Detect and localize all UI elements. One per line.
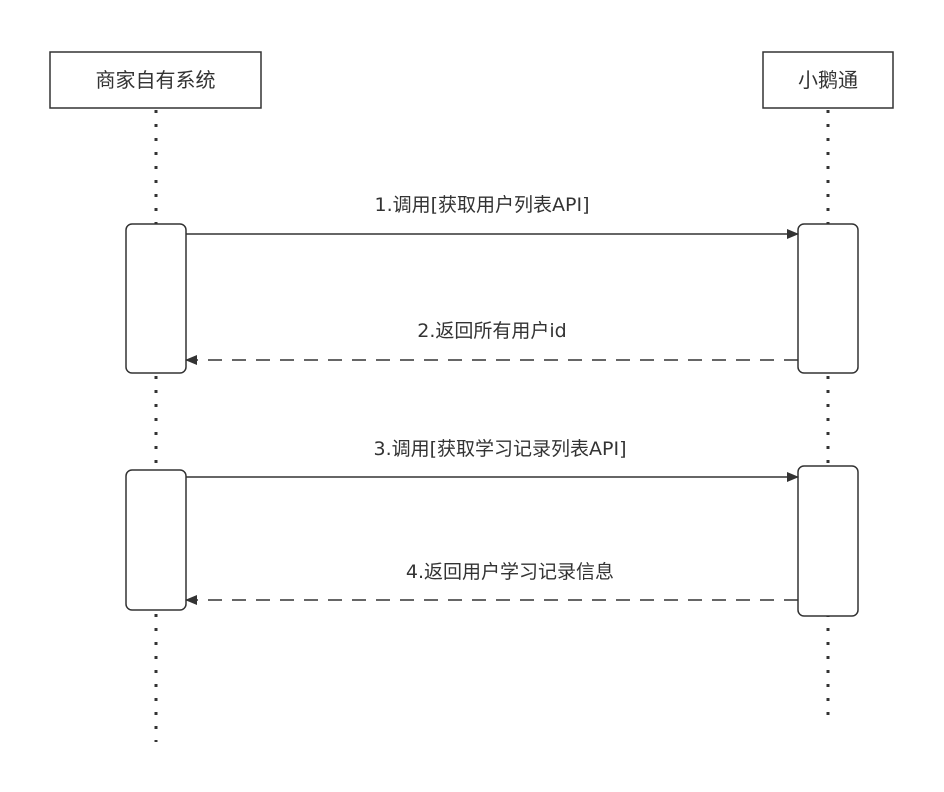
activation-xiaoe-1	[797, 223, 859, 374]
participant-merchant-label: 商家自有系统	[96, 68, 216, 92]
participant-merchant[interactable]: 商家自有系统	[49, 51, 262, 109]
participant-xiaoe-label: 小鹅通	[798, 68, 858, 92]
message-label-3: 3.调用[获取学习记录列表API]	[373, 438, 626, 460]
activation-xiaoe-2	[797, 465, 859, 617]
activation-merchant-1	[125, 223, 187, 374]
participant-xiaoe[interactable]: 小鹅通	[762, 51, 894, 109]
activation-merchant-2	[125, 469, 187, 611]
message-label-1: 1.调用[获取用户列表API]	[374, 194, 589, 216]
message-label-2: 2.返回所有用户id	[417, 320, 566, 342]
message-label-4: 4.返回用户学习记录信息	[406, 561, 614, 583]
